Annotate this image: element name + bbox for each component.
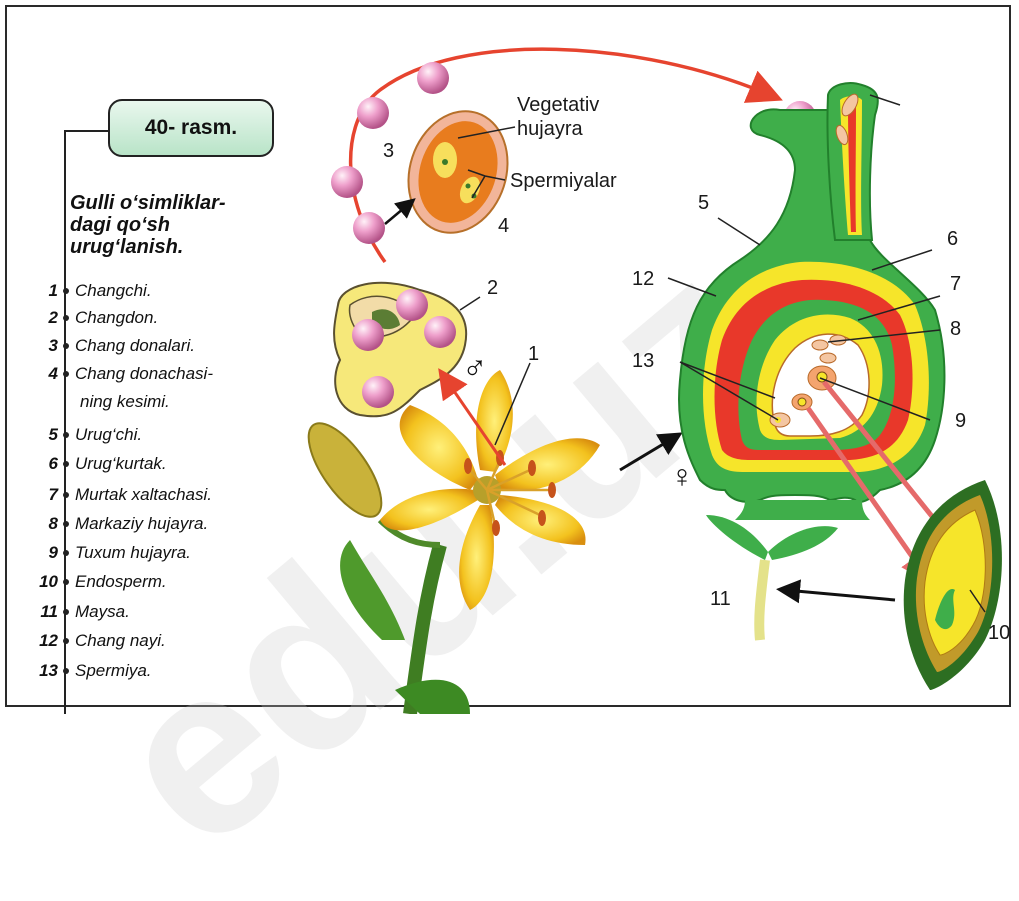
legend-item: 6 Urug‘kurtak.	[30, 453, 167, 475]
legend-number: 2	[30, 308, 58, 328]
legend-item: 9 Tuxum hujayra.	[30, 542, 191, 564]
bullet-icon	[63, 492, 69, 498]
legend-item: 7 Murtak xaltachasi.	[30, 484, 212, 506]
caption-line: Gulli o‘simliklar-	[70, 192, 310, 214]
female-symbol-icon: ♀	[670, 458, 694, 495]
legend-number: 5	[30, 425, 58, 445]
label-1: 1	[528, 343, 539, 366]
label-spermiyalar: Spermiyalar	[510, 170, 617, 193]
bullet-icon	[63, 343, 69, 349]
bullet-icon	[63, 579, 69, 585]
bullet-icon	[63, 668, 69, 674]
legend-text: Changchi.	[75, 281, 152, 301]
legend-item: 4 Chang donachasi-	[30, 363, 213, 385]
bullet-icon	[63, 550, 69, 556]
legend-item: 5 Urug‘chi.	[30, 424, 142, 446]
legend-text: Endosperm.	[75, 572, 167, 592]
caption-line: dagi qo‘sh	[70, 214, 310, 236]
bullet-icon	[63, 638, 69, 644]
label-11: 11	[710, 588, 731, 611]
legend-item: 13 Spermiya.	[30, 660, 152, 682]
legend-text: Chang donalari.	[75, 336, 195, 356]
bullet-icon	[63, 371, 69, 377]
bullet-icon	[63, 461, 69, 467]
caption-line: urug‘lanish.	[70, 236, 310, 258]
pistil	[679, 83, 944, 520]
legend-number: 3	[30, 336, 58, 356]
bullet-icon	[63, 521, 69, 527]
legend-text: Markaziy hujayra.	[75, 514, 208, 534]
lily-bud	[295, 412, 394, 527]
legend-item: 12 Chang nayi.	[30, 630, 166, 652]
label-8: 8	[950, 318, 961, 341]
legend-item: 2 Changdon.	[30, 307, 158, 329]
legend-number: 13	[30, 661, 58, 681]
legend-continuation: ning kesimi.	[80, 392, 170, 412]
pollen-to-section-arrow	[385, 203, 410, 224]
label-4: 4	[498, 215, 509, 238]
legend-number: 7	[30, 485, 58, 505]
bullet-icon	[63, 315, 69, 321]
legend-item: 3 Chang donalari.	[30, 335, 195, 357]
legend-number: 4	[30, 364, 58, 384]
legend-number: 10	[30, 572, 58, 592]
legend-item: 10 Endosperm.	[30, 571, 167, 593]
legend-item: 8 Markaziy hujayra.	[30, 513, 208, 535]
legend-number: 9	[30, 543, 58, 563]
label-hujayra: hujayra	[517, 118, 583, 141]
legend-number: 1	[30, 281, 58, 301]
legend-text: Chang donachasi-	[75, 364, 213, 384]
male-symbol-icon: ♂	[462, 348, 488, 387]
seed	[904, 480, 1002, 690]
seedling	[706, 515, 838, 640]
legend-text: Urug‘kurtak.	[75, 454, 167, 474]
legend-number: 6	[30, 454, 58, 474]
legend-item: 11 Maysa.	[30, 601, 130, 623]
bullet-icon	[63, 432, 69, 438]
legend-text: Chang nayi.	[75, 631, 166, 651]
legend-text: Maysa.	[75, 602, 130, 622]
lily-leaf	[340, 540, 405, 640]
legend-number: 12	[30, 631, 58, 651]
label-13: 13	[632, 350, 654, 373]
bullet-icon	[63, 609, 69, 615]
legend-text: Tuxum hujayra.	[75, 543, 191, 563]
figure-title: 40- rasm.	[108, 99, 274, 157]
seed-to-seedling-arrow	[785, 590, 895, 600]
flower-to-pistil-arrow	[620, 437, 675, 470]
label-3: 3	[383, 140, 394, 163]
bullet-icon	[63, 288, 69, 294]
legend-text: Changdon.	[75, 308, 158, 328]
legend-item: 1 Changchi.	[30, 280, 152, 302]
label-5: 5	[698, 192, 709, 215]
label-9: 9	[955, 410, 966, 433]
legend-number: 8	[30, 514, 58, 534]
label-6: 6	[947, 228, 958, 251]
legend-text: Spermiya.	[75, 661, 152, 681]
label-10: 10	[988, 622, 1010, 645]
figure-caption: Gulli o‘simliklar- dagi qo‘sh urug‘lanis…	[70, 192, 310, 258]
legend-number: 11	[30, 602, 58, 622]
legend-text: Murtak xaltachasi.	[75, 485, 212, 505]
label-7: 7	[950, 273, 961, 296]
label-vegetativ: Vegetativ	[517, 94, 599, 117]
legend-text: Urug‘chi.	[75, 425, 142, 445]
lily-flower	[295, 370, 600, 714]
label-12: 12	[632, 268, 654, 291]
label-2: 2	[487, 277, 498, 300]
